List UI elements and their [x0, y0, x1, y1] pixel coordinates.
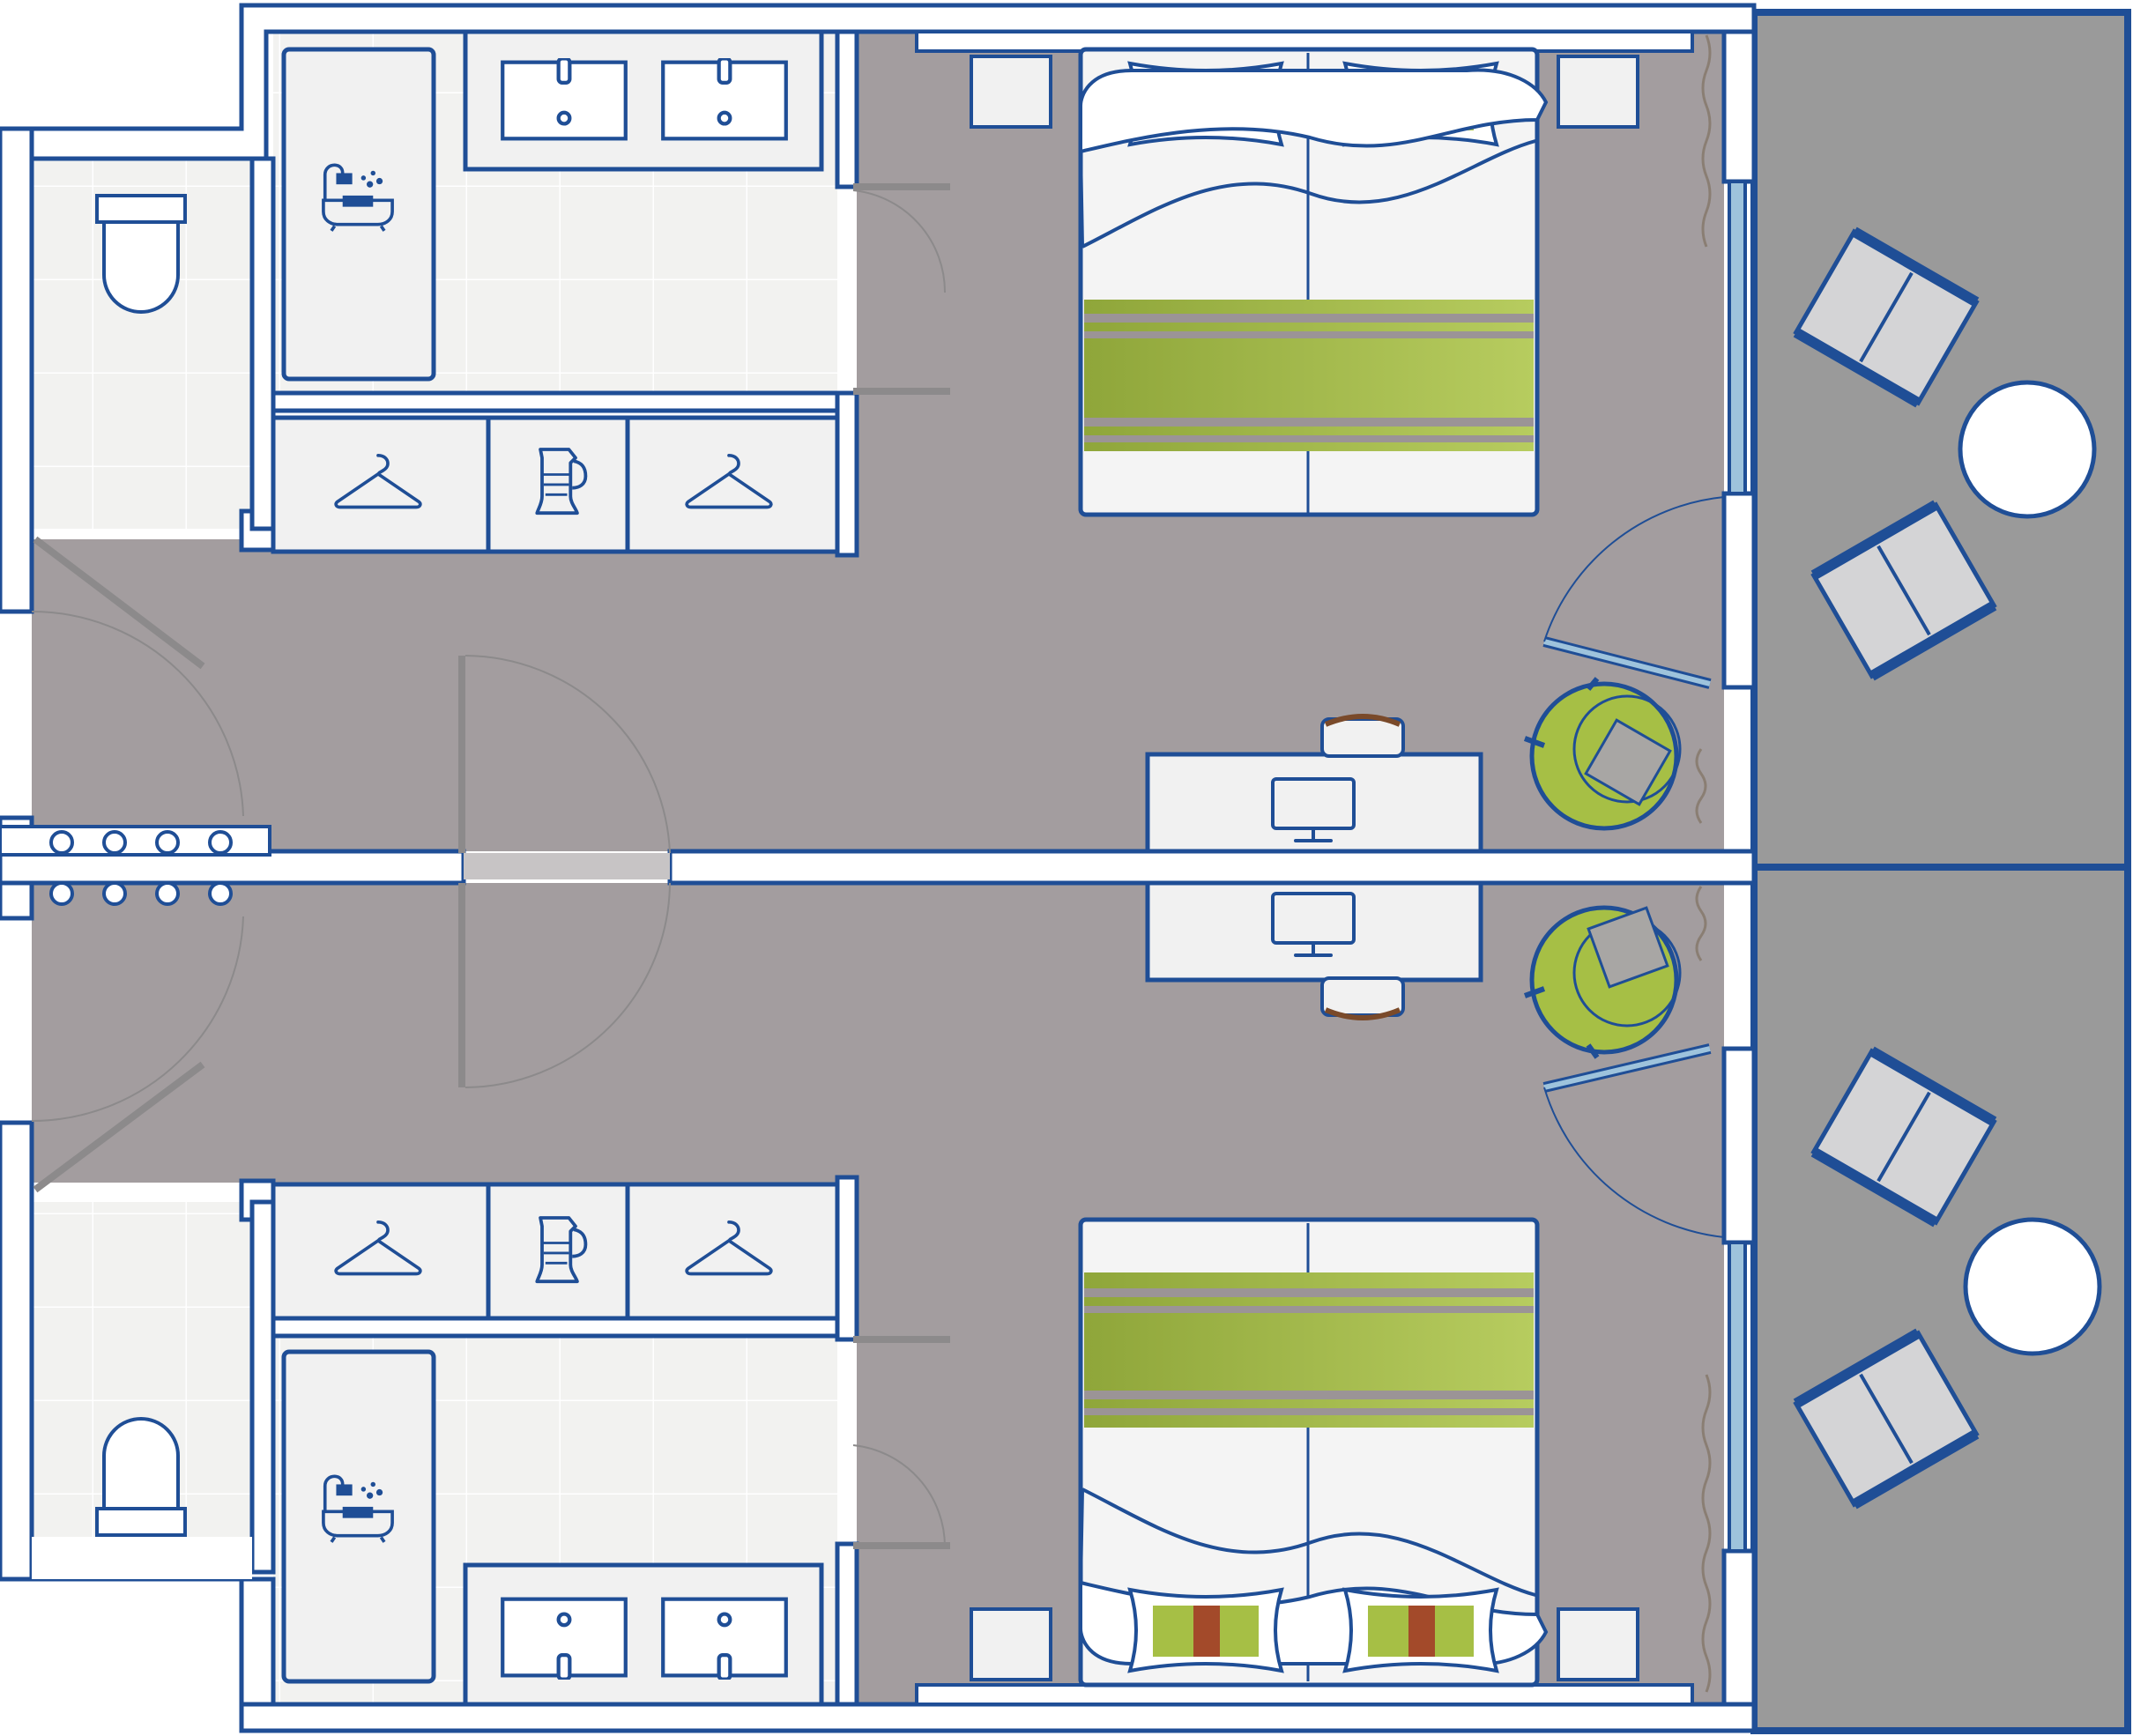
entry-door-lower — [33, 1061, 205, 1193]
balcony-door-lower-arc — [1543, 1087, 1725, 1238]
sink-icon — [663, 58, 786, 138]
corridor-partition — [464, 853, 670, 879]
entry-door-upper — [33, 536, 205, 670]
bathroom-door-lower-b — [853, 1542, 950, 1549]
sliding-door-lower-arc — [465, 882, 671, 1088]
bathroom-door-lower-arc — [852, 1444, 947, 1548]
pillow — [1343, 1588, 1498, 1673]
sliding-door-upper-arc — [465, 655, 671, 854]
sink-icon — [502, 58, 626, 138]
curtain-lower — [1701, 1374, 1712, 1693]
window-upper — [1728, 180, 1747, 495]
entry-door-upper-arc — [31, 611, 244, 817]
wardrobe-upper — [271, 415, 840, 554]
balcony-table-lower — [1963, 1217, 2102, 1356]
nightstand-lower-right — [1557, 1607, 1639, 1681]
bathroom-door-upper-b — [853, 388, 950, 395]
nightstand-upper-right — [1557, 55, 1639, 129]
pillow — [1128, 1588, 1283, 1673]
nightstand-upper-left — [970, 55, 1052, 129]
sliding-door-lower — [458, 883, 465, 1087]
coat-hooks — [0, 825, 271, 906]
sink-icon — [502, 1599, 626, 1680]
bed-lower — [1078, 1217, 1549, 1688]
bathtub-upper — [281, 47, 436, 382]
desk-chair-lower — [1320, 976, 1405, 1017]
balcony-table-upper — [1958, 380, 2097, 519]
nightstand-lower-left — [970, 1607, 1052, 1681]
lounge-chair-upper — [1523, 677, 1682, 831]
bathroom-door-upper — [853, 183, 950, 190]
entry-door-lower-arc — [31, 916, 244, 1122]
bathroom-door-upper-arc — [852, 189, 947, 293]
toilet-lower — [95, 1417, 187, 1537]
window-lower — [1728, 1241, 1747, 1553]
desk-lower — [1145, 880, 1483, 983]
toilet-upper — [95, 194, 187, 314]
bathroom-door-lower — [853, 1336, 950, 1343]
balcony-door-upper-arc — [1543, 496, 1725, 642]
desk-chair-upper — [1320, 717, 1405, 758]
sliding-door-upper — [458, 656, 465, 853]
sink-icon — [663, 1599, 786, 1680]
bed-upper — [1078, 47, 1549, 517]
lounge-chair-lower — [1523, 905, 1682, 1059]
curtain-upper — [1701, 34, 1712, 248]
wardrobe-lower — [271, 1182, 840, 1321]
